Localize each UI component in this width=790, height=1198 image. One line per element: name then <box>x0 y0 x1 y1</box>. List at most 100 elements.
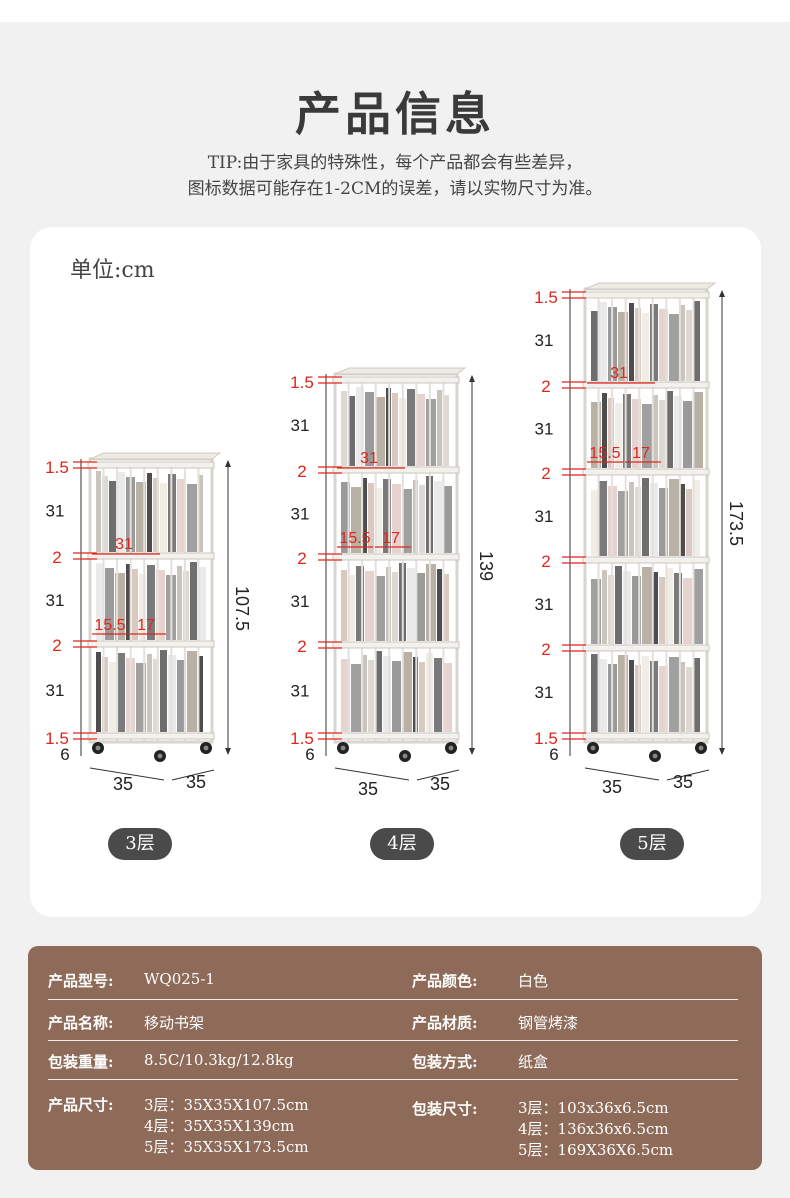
book <box>147 565 155 640</box>
book <box>666 568 673 644</box>
dim-label-gap: 2 <box>541 464 550 483</box>
book <box>198 656 203 732</box>
book <box>153 659 159 732</box>
dim-label-gap: 2 <box>297 637 306 656</box>
book <box>96 471 101 552</box>
book <box>437 390 442 466</box>
book <box>375 576 385 641</box>
book <box>635 308 641 381</box>
book <box>686 489 692 556</box>
book <box>650 661 658 732</box>
book <box>117 472 125 552</box>
dim-label-gap: 2 <box>541 377 550 396</box>
book <box>642 404 652 468</box>
book <box>416 573 425 641</box>
size-value-5: 5层：35X35X173.5cm <box>144 1138 309 1156</box>
book <box>419 662 425 732</box>
book <box>126 564 131 640</box>
dim-label-gap: 2 <box>52 636 61 655</box>
book <box>629 660 634 732</box>
size-values: 3层：35X35X107.5cm 4层：35X35X139cm 5层：35X35… <box>144 1095 309 1158</box>
weight-key: 包装重量: <box>48 1053 114 1071</box>
badge-4-tier[interactable]: 4层 <box>370 828 434 860</box>
book <box>147 473 152 552</box>
book <box>136 482 146 552</box>
book <box>629 303 634 381</box>
book <box>392 393 398 466</box>
spec-row-1: 产品型号: WQ025-1 产品颜色: 白色 <box>48 960 738 1000</box>
book <box>602 570 607 644</box>
book <box>659 577 665 644</box>
book <box>375 397 385 466</box>
book <box>351 664 361 732</box>
arrow-head <box>469 748 475 755</box>
book <box>653 395 658 468</box>
book <box>669 314 679 381</box>
book <box>659 488 668 556</box>
book <box>591 311 598 381</box>
book <box>383 656 391 732</box>
book <box>642 656 649 732</box>
material-value: 钢管烤漆 <box>518 1014 579 1032</box>
book <box>153 478 159 552</box>
shelf-board <box>87 640 215 648</box>
book <box>109 662 116 732</box>
dim-label-height: 31 <box>535 595 554 614</box>
book <box>96 563 104 640</box>
dim-label-wheel: 6 <box>305 745 314 764</box>
dim-depth: 35 <box>430 774 450 794</box>
size-key: 产品尺寸: <box>48 1096 114 1114</box>
shelf-board <box>87 732 215 740</box>
book <box>156 570 165 640</box>
dim-line-depth <box>171 769 215 781</box>
dim-label-top: 1.5 <box>290 373 314 392</box>
arrow-head <box>469 375 475 382</box>
inner-dim-31: 31 <box>360 450 378 467</box>
wheel-hub <box>448 745 454 751</box>
book <box>629 482 634 556</box>
book <box>618 491 628 556</box>
book <box>416 394 425 466</box>
arrow-head <box>225 460 231 467</box>
packsize-value-3: 3层：103x36x6.5cm <box>518 1099 669 1117</box>
wheel-hub <box>590 745 596 751</box>
color-key: 产品颜色: <box>412 972 478 990</box>
dim-line-width <box>584 767 660 781</box>
badge-3-tier[interactable]: 3层 <box>108 828 172 860</box>
book <box>341 570 347 641</box>
book <box>190 562 197 640</box>
wheel-hub <box>402 753 408 759</box>
weight-value: 8.5C/10.3kg/12.8kg <box>144 1051 294 1069</box>
name-value: 移动书架 <box>144 1014 205 1032</box>
book <box>615 403 622 468</box>
dim-label-height: 31 <box>46 502 65 521</box>
shelf-board <box>582 468 710 476</box>
dim-label-bottom: 1.5 <box>45 729 69 748</box>
spec-row-3: 包装重量: 8.5C/10.3kg/12.8kg 包装方式: 纸盒 <box>48 1041 738 1080</box>
book <box>341 482 350 553</box>
book <box>375 651 382 732</box>
book <box>650 304 658 381</box>
unit-label: 单位:cm <box>70 258 155 283</box>
book <box>356 387 364 466</box>
book <box>177 566 182 640</box>
book <box>599 659 607 732</box>
book <box>160 483 167 552</box>
dim-label-gap: 2 <box>52 548 61 567</box>
book <box>392 572 398 641</box>
inner-dim-15-5: 15.5 <box>339 530 370 547</box>
book <box>102 476 108 552</box>
book <box>683 578 692 644</box>
dim-depth: 35 <box>673 772 693 792</box>
wheel-hub <box>652 753 658 759</box>
book <box>443 486 452 553</box>
badge-5-tier[interactable]: 5层 <box>620 828 684 860</box>
inner-dim-15-5: 15.5 <box>589 445 620 462</box>
book <box>177 660 186 732</box>
book <box>642 313 649 381</box>
inner-dim-31: 31 <box>610 365 628 382</box>
shelf-1 <box>318 367 475 781</box>
dim-label-wheel: 6 <box>60 745 69 764</box>
shelf-board <box>582 381 710 389</box>
